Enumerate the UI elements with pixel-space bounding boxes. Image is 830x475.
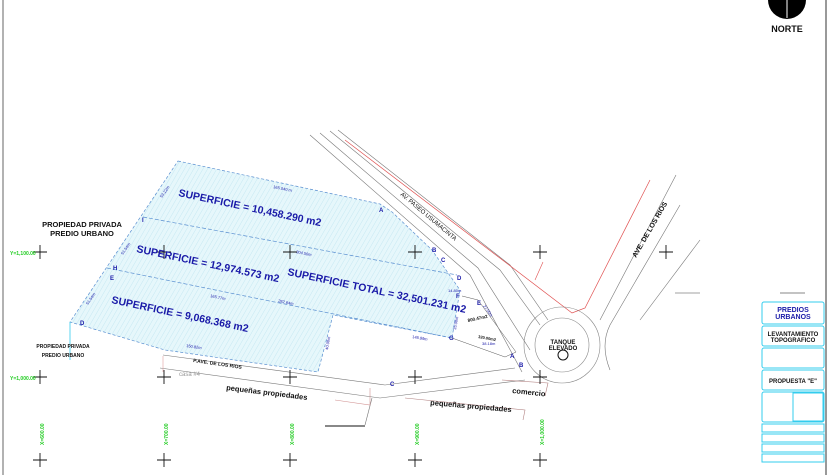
side-lot [451, 295, 517, 358]
neighbor-top-line1: PROPIEDAD PRIVADA [42, 220, 122, 229]
dimension: 14.80m [448, 288, 462, 293]
vertex-label: D [457, 276, 462, 282]
coord-x4: X=900.00 [415, 423, 421, 445]
title-project-1: PREDIOS [777, 307, 809, 314]
label-pequenas-1: pequeñas propiedades [226, 383, 308, 402]
title-proposal: PROPUESTA "E" [769, 379, 817, 385]
vertex-label: A [510, 354, 515, 360]
label-comercio: comercio [512, 386, 547, 398]
dimension: 148.99m [412, 334, 429, 342]
north-label: NORTE [771, 24, 803, 34]
north-arrow-icon [768, 0, 806, 19]
label-area-small-2: 320.00m2 [478, 334, 497, 342]
dimension: 304.50m [296, 249, 313, 257]
road-bottom [159, 354, 526, 426]
neighbor-bottom-line1: PROPIEDAD PRIVADA [36, 344, 90, 350]
lot-line [404, 397, 526, 421]
coord-x1: X=600.00 [40, 423, 46, 445]
vertex-label: C [441, 258, 446, 264]
dimension: 38.18m [482, 341, 496, 346]
neighbor-top-line2: PREDIO URBANO [50, 229, 114, 238]
coord-x5: X=1,000.00 [540, 419, 546, 445]
vertex-label: D [80, 321, 85, 327]
road-label-rios: AVE. DE LOS RIOS [632, 201, 670, 259]
road-usumacinta [309, 129, 549, 373]
coord-y2: Y=1,000.00 [10, 376, 36, 382]
dimension: 282.64m [278, 298, 295, 306]
title-type-2: TOPOGRAFICO [771, 338, 816, 344]
label-pequenas-2: pequeñas propiedades [430, 398, 512, 414]
vertex-label: G [449, 336, 454, 342]
title-block [761, 301, 825, 463]
vertex-label: I [142, 218, 144, 224]
label-area-small-1: 800.47m2 [467, 314, 488, 323]
road-rios [599, 174, 701, 371]
vertex-label: F [456, 294, 460, 300]
tank-label-2: ELEVADO [549, 346, 578, 352]
lot-line [501, 379, 549, 397]
vertex-label: A [379, 208, 384, 214]
red-tick [534, 261, 544, 281]
tank-label-1: TANQUE [551, 340, 576, 346]
parcel-divider-2 [106, 267, 453, 339]
coord-x3: X=800.00 [290, 423, 296, 445]
dimension: 35.00m [452, 316, 459, 331]
grid-crosshairs [33, 245, 673, 467]
dimension: 165.77m [210, 293, 227, 301]
roundabout-outer [523, 306, 601, 384]
coord-x2: X=700.00 [164, 423, 170, 445]
vertex-label: B [432, 248, 437, 254]
dimension: 40.00m [324, 336, 331, 351]
coord-y1: Y=1,100.00 [10, 251, 36, 257]
vertex-label: B [519, 363, 524, 369]
vertex-label: C [390, 382, 395, 388]
title-project-2: URBANOS [775, 314, 811, 321]
parcel-divider-1 [142, 216, 458, 276]
neighbor-bottom-line2: PREDIO URBANO [42, 353, 85, 359]
dimension: 150.82m [186, 343, 203, 350]
label-casa: casa #4 [179, 372, 201, 378]
title-type-1: LEVANTAMIENTO [768, 332, 819, 338]
vertex-label: E [477, 301, 481, 307]
vertex-label: H [113, 266, 117, 272]
tank-icon [557, 349, 569, 361]
lot-line [334, 388, 371, 406]
parcel-area [69, 160, 461, 373]
dimension: 165.040 m [273, 184, 293, 193]
roundabout-inner [534, 317, 590, 373]
vertex-label: E [110, 276, 114, 282]
